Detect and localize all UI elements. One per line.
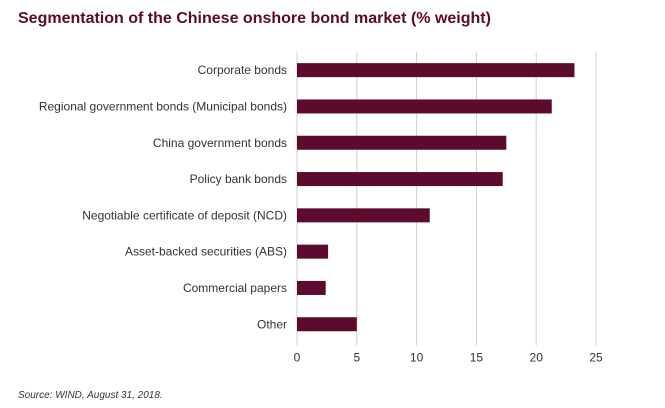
x-tick-label: 10 (410, 350, 424, 364)
x-tick-label: 5 (353, 350, 360, 364)
bar (297, 317, 357, 332)
bar (297, 135, 507, 150)
category-label: Regional government bonds (Municipal bon… (39, 99, 287, 113)
category-label: Corporate bonds (198, 63, 287, 77)
bar (297, 280, 326, 295)
bar (297, 63, 575, 78)
x-tick-label: 20 (530, 350, 544, 364)
category-label: China government bonds (153, 136, 287, 150)
x-tick-label: 0 (294, 350, 301, 364)
source-note: Source: WIND, August 31, 2018. (18, 390, 163, 401)
category-label: Policy bank bonds (190, 172, 287, 186)
bar (297, 99, 552, 114)
x-tick-label: 25 (589, 350, 603, 364)
category-label: Commercial papers (183, 281, 287, 295)
grid-lines (296, 52, 597, 346)
bar (297, 244, 329, 259)
category-label: Negotiable certificate of deposit (NCD) (82, 208, 287, 222)
chart-title: Segmentation of the Chinese onshore bond… (18, 10, 491, 27)
x-tick-labels: 0 5 10 15 20 25 (294, 350, 603, 364)
bars (297, 63, 575, 332)
category-label: Other (257, 317, 287, 331)
bar (297, 172, 503, 187)
x-tick-label: 15 (470, 350, 484, 364)
category-label: Asset-backed securities (ABS) (125, 245, 287, 259)
bar (297, 208, 430, 223)
